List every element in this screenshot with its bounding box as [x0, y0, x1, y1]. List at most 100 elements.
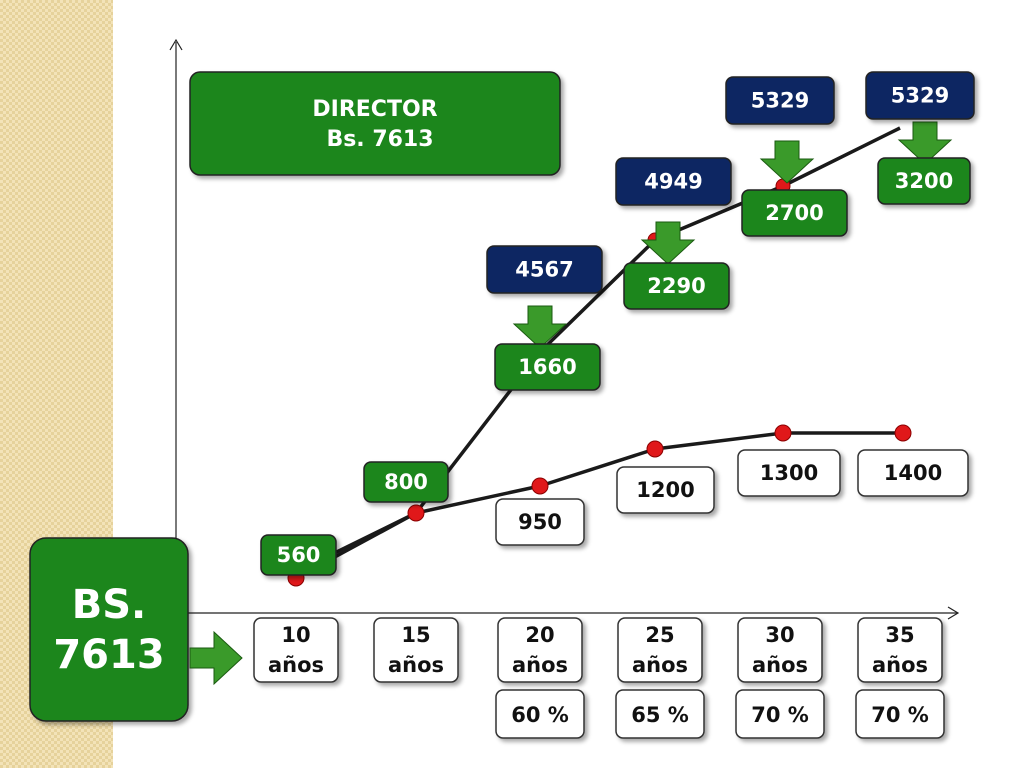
percentage-text: 70 % — [751, 703, 809, 727]
white-value-box-text: 1300 — [760, 461, 818, 485]
base-salary-label: BS. — [72, 582, 147, 628]
navy-value-box: 5329 — [865, 71, 975, 120]
x-category-box — [497, 617, 583, 683]
green-value-box-text: 3200 — [895, 169, 953, 193]
green-value-box: 560 — [260, 534, 337, 576]
percentage-text: 70 % — [871, 703, 929, 727]
green-value-box: 2290 — [623, 262, 730, 310]
x-category-box — [857, 617, 943, 683]
white-value-box-text: 1400 — [884, 461, 942, 485]
x-category-number: 20 — [525, 623, 554, 647]
base-salary-box: BS. 7613 — [29, 537, 189, 722]
navy-value-box: 5329 — [725, 76, 835, 125]
green-value-box-text: 2290 — [647, 274, 705, 298]
down-arrow-icon — [512, 305, 568, 349]
green-value-box-bg — [623, 262, 730, 310]
white-value-box-text: 1200 — [636, 478, 694, 502]
green-value-box-text: 800 — [384, 470, 428, 494]
navy-value-box: 4949 — [615, 157, 732, 206]
x-category-number: 30 — [765, 623, 794, 647]
percentage-label: 60 % — [495, 689, 585, 739]
x-category-unit: años — [752, 653, 808, 677]
green-value-box-bg — [741, 189, 848, 237]
white-value-box-bg — [857, 449, 969, 497]
series-lines — [295, 126, 903, 580]
green-value-box: 3200 — [877, 157, 971, 205]
base-arrow-icon — [189, 630, 243, 686]
x-category-unit: años — [872, 653, 928, 677]
x-category: 15 años — [373, 617, 459, 683]
lower-series-point — [774, 424, 792, 442]
director-title: DIRECTOR — [312, 97, 437, 122]
x-category: 25 años — [617, 617, 703, 683]
data-labels: 560 800 1660 2290 2700 3200 4567 4949 5329 5329 95… — [260, 71, 975, 576]
white-value-box-text: 950 — [518, 510, 562, 534]
navy-value-box-text: 5329 — [751, 89, 809, 113]
x-category-unit: años — [632, 653, 688, 677]
director-box: DIRECTOR Bs. 7613 — [189, 71, 561, 176]
navy-value-box-bg — [615, 157, 732, 206]
x-category-unit: años — [268, 653, 324, 677]
white-value-box-bg — [737, 449, 841, 497]
percentage-label: 70 % — [735, 689, 825, 739]
y-axis-arrowhead — [169, 38, 183, 51]
x-category-box — [737, 617, 823, 683]
x-category-number: 10 — [281, 623, 310, 647]
lower-series-point — [646, 440, 664, 458]
green-value-box: 2700 — [741, 189, 848, 237]
green-value-box-text: 560 — [277, 543, 321, 567]
x-category-unit: años — [388, 653, 444, 677]
x-axis-arrowhead — [947, 606, 960, 620]
x-category-number: 25 — [645, 623, 674, 647]
green-value-box-text: 1660 — [518, 355, 576, 379]
x-category-number: 15 — [401, 623, 430, 647]
percentage-box — [735, 689, 825, 739]
percentage-box — [495, 689, 585, 739]
base-salary-value: 7613 — [53, 632, 164, 678]
x-category: 20 años — [497, 617, 583, 683]
white-value-box-bg — [616, 466, 715, 514]
green-value-box-bg — [877, 157, 971, 205]
navy-value-box-bg — [865, 71, 975, 120]
percentage-label: 70 % — [855, 689, 945, 739]
drop-arrows — [512, 121, 953, 349]
x-category: 30 años — [737, 617, 823, 683]
x-category: 35 años — [857, 617, 943, 683]
x-category-box — [373, 617, 459, 683]
white-value-box: 950 — [495, 498, 585, 546]
lower-series-point — [531, 477, 549, 495]
green-value-box: 1660 — [494, 343, 601, 391]
navy-value-box: 4567 — [486, 245, 603, 294]
lower-series-point — [407, 504, 425, 522]
x-category-unit: años — [512, 653, 568, 677]
percentage-box — [855, 689, 945, 739]
white-value-box: 1400 — [857, 449, 969, 497]
navy-value-box-bg — [725, 76, 835, 125]
x-category-number: 35 — [885, 623, 914, 647]
green-value-box-bg — [260, 534, 337, 576]
green-value-box-text: 2700 — [765, 201, 823, 225]
x-categories: 10 años 15 años 20 años 60 % 25 años 65 % 30 años 70… — [253, 617, 945, 739]
green-value-box-bg — [494, 343, 601, 391]
x-category: 10 años — [253, 617, 339, 683]
navy-value-box-text: 4949 — [644, 170, 702, 194]
percentage-label: 65 % — [615, 689, 705, 739]
side-stripe — [0, 0, 113, 768]
lower-salary-line — [295, 431, 903, 580]
navy-value-box-text: 4567 — [515, 258, 573, 282]
director-salary: Bs. 7613 — [326, 127, 433, 152]
navy-value-box-bg — [486, 245, 603, 294]
down-arrow-icon — [640, 221, 696, 265]
navy-value-box-text: 5329 — [891, 84, 949, 108]
axes — [169, 38, 960, 620]
white-value-box-bg — [495, 498, 585, 546]
percentage-text: 60 % — [511, 703, 569, 727]
x-category-box — [253, 617, 339, 683]
green-value-box: 800 — [363, 461, 449, 503]
x-category-box — [617, 617, 703, 683]
down-arrow-icon — [759, 140, 815, 184]
white-value-box: 1300 — [737, 449, 841, 497]
white-value-box: 1200 — [616, 466, 715, 514]
lower-series-point — [894, 424, 912, 442]
